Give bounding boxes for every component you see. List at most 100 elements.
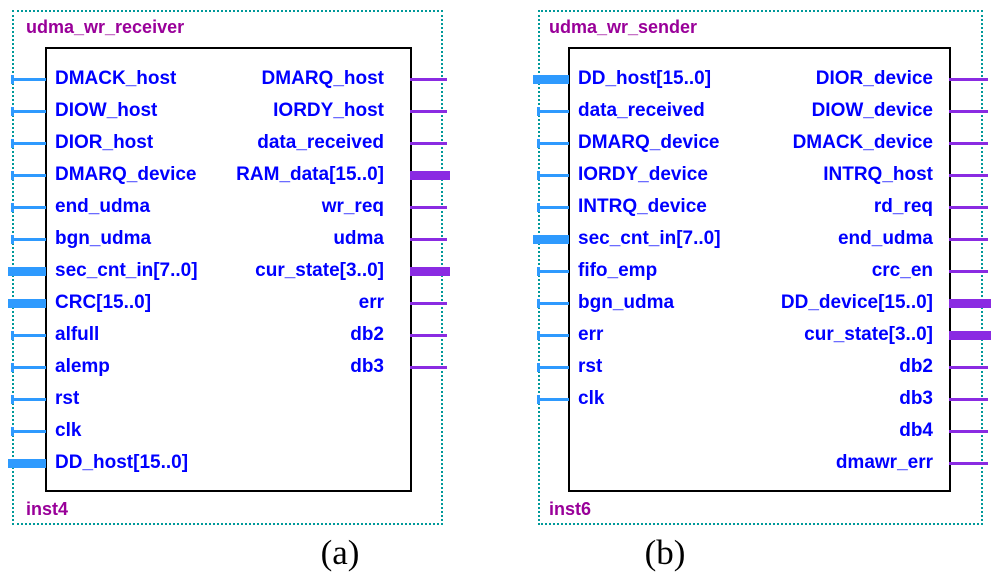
input-pin-stub	[12, 78, 46, 81]
output-pin-stub	[410, 366, 447, 369]
input-pin-stub	[12, 110, 46, 113]
input-port-label: bgn_udma	[55, 228, 152, 249]
input-bus-stub	[8, 299, 46, 308]
output-port-label: dmawr_err	[835, 452, 933, 473]
pin-end-tick	[11, 171, 14, 180]
input-port-label: err	[578, 324, 604, 345]
input-pin-stub	[12, 334, 46, 337]
input-port-label: bgn_udma	[578, 292, 675, 313]
pin-end-tick	[537, 395, 540, 404]
input-pin-stub	[538, 110, 569, 113]
input-bus-stub	[8, 267, 46, 276]
subfigure-caption-a: (a)	[320, 533, 360, 572]
output-pin-stub	[410, 334, 447, 337]
input-pin-stub	[12, 430, 46, 433]
input-port-label: DIOR_host	[55, 132, 154, 153]
input-port-label: rst	[578, 356, 603, 377]
output-pin-stub	[949, 206, 988, 209]
pin-end-tick	[537, 139, 540, 148]
output-port-label: DD_device[15..0]	[780, 292, 933, 313]
output-port-label: err	[358, 292, 384, 313]
output-port-label: data_received	[257, 132, 384, 153]
output-port-label: IORDY_host	[273, 100, 384, 121]
input-pin-stub	[12, 398, 46, 401]
output-pin-stub	[410, 238, 447, 241]
output-pin-stub	[949, 430, 988, 433]
output-port-label: crc_en	[871, 260, 933, 281]
output-port-label: udma	[333, 228, 384, 249]
input-port-label: clk	[578, 388, 605, 409]
input-port-label: DMACK_host	[55, 68, 177, 89]
output-port-label: cur_state[3..0]	[255, 260, 384, 281]
input-pin-stub	[538, 366, 569, 369]
input-port-label: IORDY_device	[578, 164, 708, 185]
pin-end-tick	[537, 363, 540, 372]
output-bus-stub	[410, 171, 450, 180]
pin-end-tick	[11, 203, 14, 212]
pin-end-tick	[11, 363, 14, 372]
input-port-label: alemp	[55, 356, 110, 377]
input-pin-stub	[538, 334, 569, 337]
output-pin-stub	[410, 110, 447, 113]
input-port-label: DIOW_host	[55, 100, 158, 121]
pin-end-tick	[537, 203, 540, 212]
output-port-label: db4	[899, 420, 933, 441]
input-pin-stub	[12, 206, 46, 209]
symbol-body	[568, 47, 951, 492]
instance-label: inst6	[549, 499, 592, 519]
pin-end-tick	[537, 171, 540, 180]
output-bus-stub	[949, 331, 991, 340]
pin-end-tick	[537, 299, 540, 308]
instance-label: inst4	[26, 499, 69, 519]
input-port-label: rst	[55, 388, 80, 409]
output-pin-stub	[410, 78, 447, 81]
output-port-label: db2	[899, 356, 933, 377]
pin-end-tick	[11, 331, 14, 340]
input-pin-stub	[538, 398, 569, 401]
pin-end-tick	[11, 107, 14, 116]
output-pin-stub	[410, 142, 447, 145]
output-port-label: DMARQ_host	[261, 68, 384, 89]
output-port-label: DIOW_device	[811, 100, 933, 121]
subfigure-caption-b: (b)	[644, 533, 686, 572]
output-port-label: db3	[899, 388, 933, 409]
input-port-label: clk	[55, 420, 82, 441]
pin-end-tick	[11, 235, 14, 244]
input-pin-stub	[12, 174, 46, 177]
input-pin-stub	[12, 238, 46, 241]
input-pin-stub	[12, 366, 46, 369]
output-pin-stub	[949, 174, 988, 177]
input-pin-stub	[538, 174, 569, 177]
output-port-label: end_udma	[837, 228, 933, 249]
output-pin-stub	[949, 270, 988, 273]
input-pin-stub	[538, 302, 569, 305]
output-port-label: RAM_data[15..0]	[236, 164, 384, 185]
input-port-label: INTRQ_device	[578, 196, 707, 217]
input-port-label: CRC[15..0]	[55, 292, 152, 313]
output-port-label: cur_state[3..0]	[804, 324, 933, 345]
output-port-label: DMACK_device	[792, 132, 933, 153]
input-port-label: sec_cnt_in[7..0]	[55, 260, 198, 281]
input-pin-stub	[12, 142, 46, 145]
input-port-label: DD_host[15..0]	[578, 68, 712, 89]
output-port-label: db2	[350, 324, 384, 345]
output-port-label: INTRQ_host	[823, 164, 933, 185]
output-pin-stub	[949, 78, 988, 81]
symbol-title: udma_wr_sender	[549, 17, 698, 37]
input-port-label: sec_cnt_in[7..0]	[578, 228, 721, 249]
output-pin-stub	[949, 366, 988, 369]
output-pin-stub	[949, 238, 988, 241]
output-port-label: db3	[350, 356, 384, 377]
input-port-label: DMARQ_device	[578, 132, 720, 153]
output-pin-stub	[949, 462, 988, 465]
input-port-label: fifo_emp	[578, 260, 658, 281]
input-pin-stub	[538, 270, 569, 273]
pin-end-tick	[11, 395, 14, 404]
pin-end-tick	[537, 331, 540, 340]
output-pin-stub	[410, 206, 447, 209]
output-pin-stub	[949, 110, 988, 113]
output-pin-stub	[410, 302, 447, 305]
pin-end-tick	[537, 267, 540, 276]
input-port-label: end_udma	[55, 196, 151, 217]
